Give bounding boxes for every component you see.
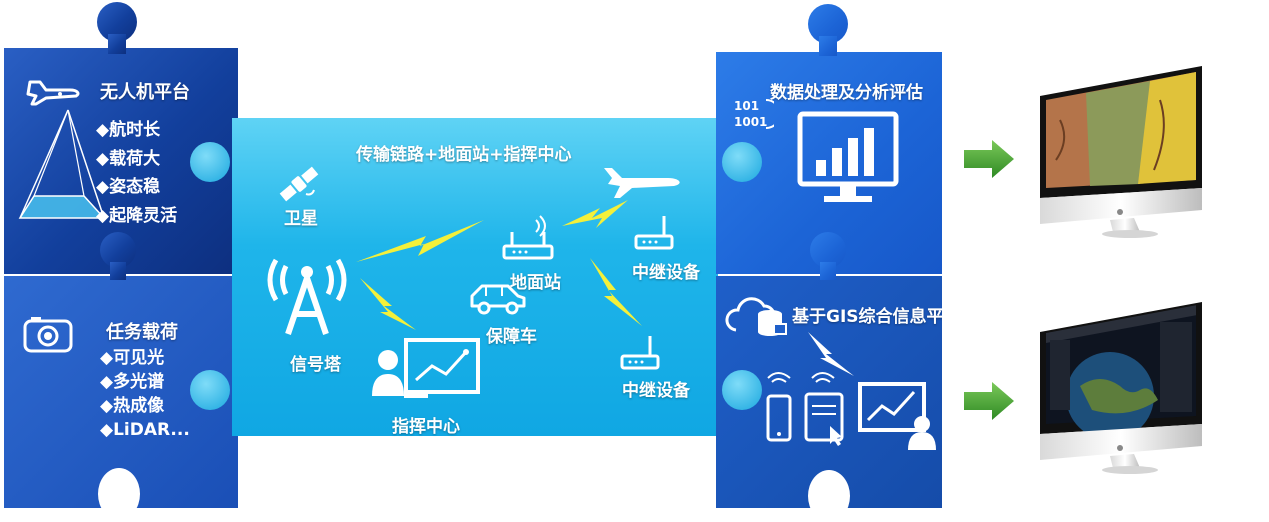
support-vehicle-label: 保障车: [486, 327, 537, 347]
signal-tower-label: 信号塔: [290, 355, 341, 375]
airplane-icon: [604, 168, 680, 198]
uav-feature-list: ◆航时长 ◆载荷大 ◆姿态稳 ◆起降灵活: [96, 116, 177, 230]
ground-station-label: 地面站: [510, 273, 561, 293]
command-center-label: 指挥中心: [392, 417, 460, 437]
puzzle-socket: [98, 468, 140, 520]
puzzle-neck: [820, 262, 836, 280]
puzzle-knob: [722, 370, 762, 410]
wireless-link-icon: [590, 258, 642, 326]
router-icon: [502, 215, 554, 260]
uav-platform-title: 无人机平台: [100, 82, 190, 103]
svg-text:1001: 1001: [734, 115, 767, 129]
satellite-icon: [279, 166, 319, 202]
payload-feature: ◆热成像: [100, 396, 165, 416]
puzzle-socket: [808, 470, 850, 522]
transmission-title: 传输链路+地面站+指挥中心: [356, 145, 572, 165]
tablet-icon: [804, 372, 844, 446]
puzzle-neck: [110, 262, 126, 280]
relay-device-icon: [620, 336, 660, 370]
data-processing-title: 数据处理及分析评估: [770, 83, 923, 103]
wireless-link-icon: [562, 200, 628, 228]
wireless-link-icon: [356, 220, 484, 262]
puzzle-neck: [108, 34, 126, 54]
svg-text:101: 101: [734, 99, 759, 113]
uav-feature: ◆起降灵活: [96, 205, 178, 226]
satellite-label: 卫星: [284, 209, 318, 229]
vehicle-icon: [470, 284, 526, 315]
wireless-link-icon: [808, 332, 854, 376]
puzzle-knob: [190, 370, 230, 410]
puzzle-knob: [190, 142, 230, 182]
computer-imagery-display: [1040, 66, 1202, 238]
signal-tower-icon: [267, 258, 347, 335]
gis-platform-title: 基于GIS综合信息平台: [792, 307, 942, 327]
arrow-right-icon: [964, 382, 1014, 420]
uav-feature: ◆姿态稳: [96, 177, 161, 197]
mission-payload-title: 任务载荷: [106, 322, 178, 343]
arrow-right-icon: [964, 140, 1014, 178]
relay-device-icon: [634, 216, 674, 250]
analyst-screen-icon: [858, 382, 936, 450]
binary-data-icon: 101 1001: [734, 99, 774, 129]
payload-feature-list: ◆可见光 ◆多光谱 ◆热成像 ◆LiDAR...: [100, 346, 190, 442]
payload-feature: ◆多光谱: [100, 372, 165, 392]
payload-feature: ◆LiDAR...: [100, 420, 190, 440]
smartphone-icon: [766, 372, 792, 442]
camera-icon: [23, 317, 73, 353]
payload-feature: ◆可见光: [100, 348, 165, 368]
relay-device-label: 中继设备: [632, 263, 700, 283]
command-center-icon: [372, 338, 480, 398]
sensor-cone-icon: [18, 109, 106, 219]
computer-gis-display: [1040, 302, 1202, 474]
wireless-link-icon: [360, 278, 416, 330]
puzzle-knob: [722, 142, 762, 182]
cloud-database-icon: [725, 297, 787, 336]
uav-feature: ◆航时长: [96, 120, 161, 140]
airplane-icon: [26, 80, 80, 106]
puzzle-neck: [819, 36, 837, 56]
analytics-monitor-icon: [797, 111, 899, 202]
relay-device-label: 中继设备: [622, 381, 690, 401]
uav-feature: ◆载荷大: [96, 148, 161, 169]
